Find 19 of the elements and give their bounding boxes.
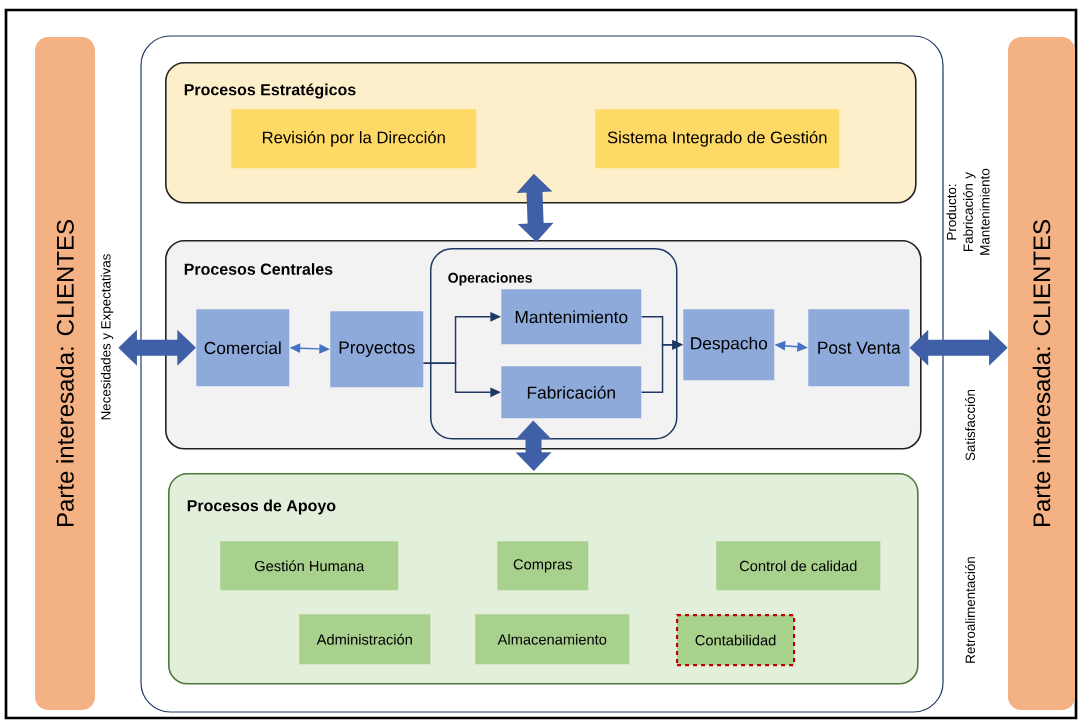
process-box: Contabilidad	[676, 614, 796, 667]
stakeholder-bar: Parte interesada: CLIENTES	[35, 37, 95, 710]
side-label: Retroalimentación	[965, 557, 975, 663]
process-box: Post Venta	[808, 309, 910, 387]
process-box: Proyectos	[330, 311, 424, 388]
stakeholder-bar: Parte interesada: CLIENTES	[1008, 37, 1075, 710]
process-box: Control de calidad	[716, 541, 881, 591]
process-box: Revisión por la Dirección	[231, 109, 477, 169]
side-label: Producto: Fabricación y Mantenimiento	[946, 168, 990, 255]
process-box: Comercial	[196, 309, 290, 387]
process-box: Almacenamiento	[475, 614, 630, 665]
process-box: Despacho	[683, 309, 775, 381]
process-box: Sistema Integrado de Gestión	[595, 109, 840, 169]
process-box: Compras	[497, 541, 589, 591]
process-box: Gestión Humana	[220, 541, 399, 591]
process-box: Mantenimiento	[501, 289, 642, 345]
process-box: Fabricación	[501, 366, 642, 419]
side-label: Satisfacción	[965, 389, 975, 461]
process-box: Administración	[299, 614, 431, 665]
